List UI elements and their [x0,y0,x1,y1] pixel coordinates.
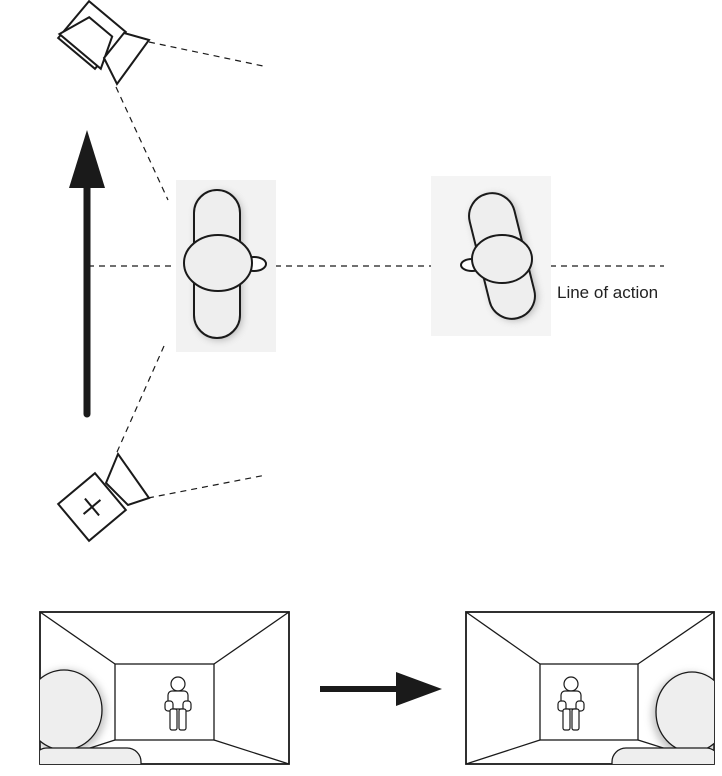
direction-arrow-icon [69,130,105,418]
frame-right [465,611,715,765]
sight-lines [115,41,267,499]
camera-bottom [56,471,128,543]
transition-arrow-icon [320,672,442,706]
camera-lens-icon [104,451,151,507]
subject-left [176,180,276,352]
frame-left [39,611,290,765]
line-of-action-label: Line of action [557,283,658,302]
subject-right [431,176,551,336]
seated-figure-icon [557,676,585,731]
camera-lens-icon [102,31,151,86]
seated-figure-icon [164,676,192,731]
head-icon [471,234,533,284]
head-icon [183,234,253,292]
